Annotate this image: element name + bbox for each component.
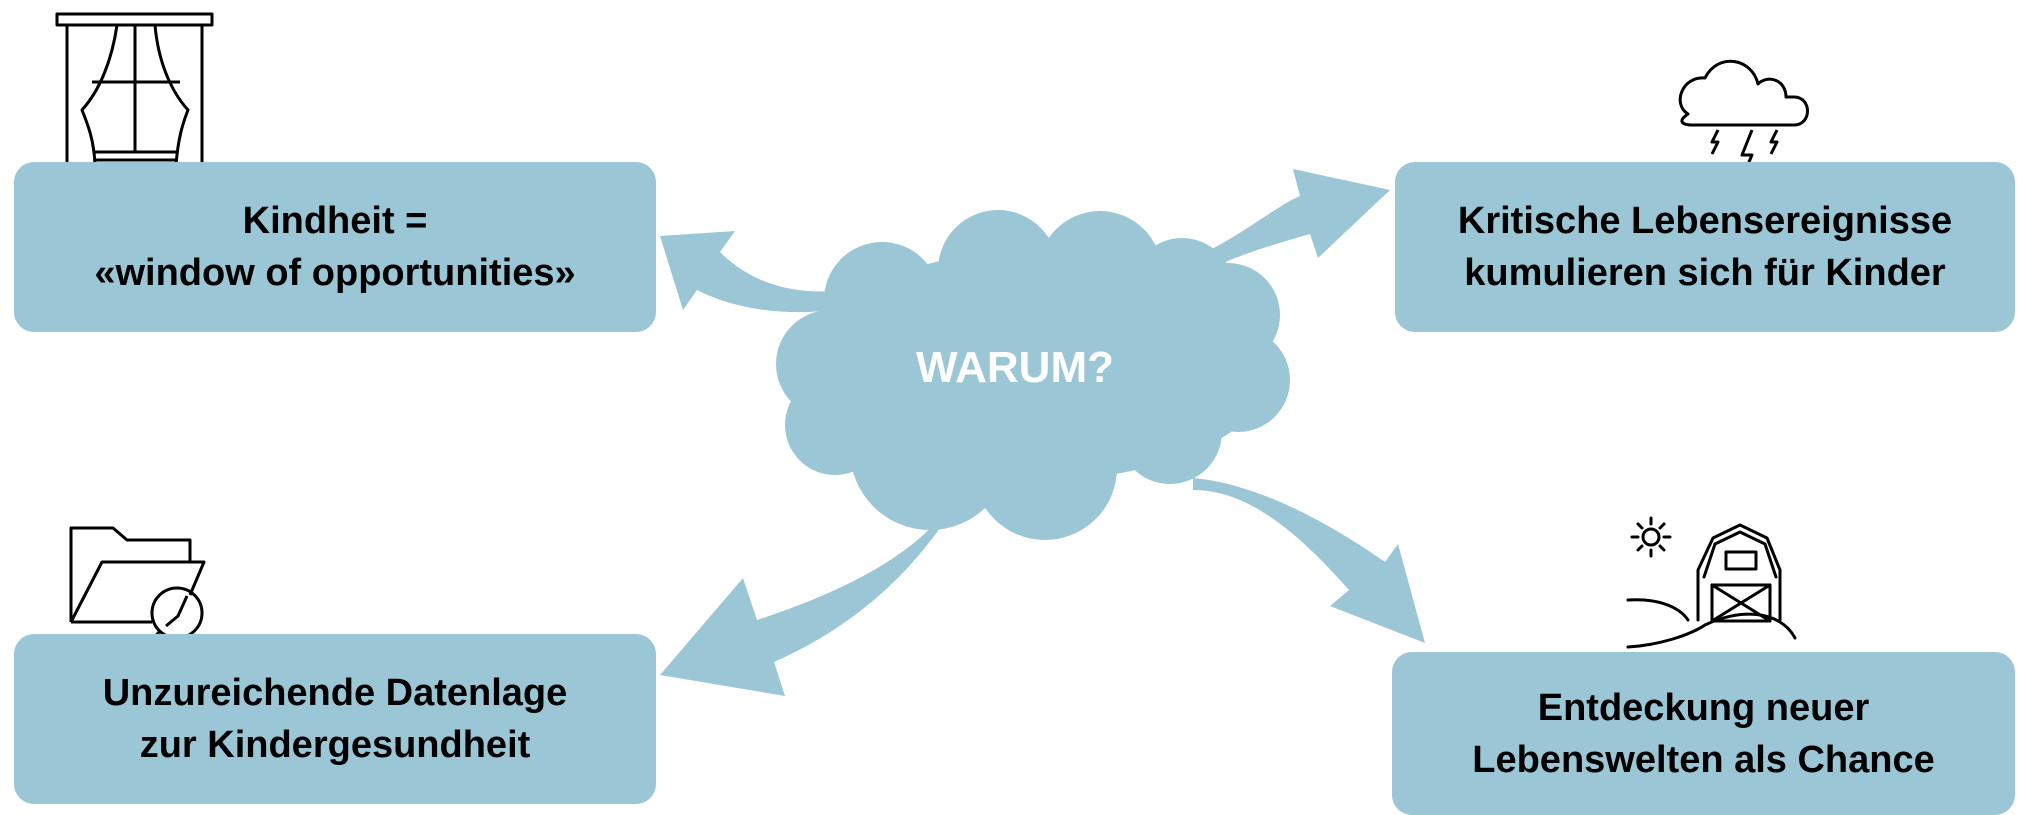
box-critical-life-events: Kritische Lebensereignisse kumulieren si… <box>1395 162 2015 332</box>
arrow-to-bottom-left <box>660 500 958 696</box>
box-bl-line1: Unzureichende Datenlage <box>102 672 568 714</box>
box-tl-line1: Kindheit = <box>242 200 428 242</box>
arrow-to-top-right <box>1206 169 1390 266</box>
farm-barn-icon <box>1626 516 1797 649</box>
center-label: WARUM? <box>916 343 1114 392</box>
window-curtains-icon <box>55 12 214 167</box>
box-tr-line2: kumulieren sich für Kinder <box>1464 252 1946 294</box>
box-br-line2: Lebenswelten als Chance <box>1472 738 1935 781</box>
box-tr-line1: Kritische Lebensereignisse <box>1457 200 1953 242</box>
box-window-of-opportunities: Kindheit = «window of opportunities» <box>14 162 656 332</box>
folder-search-icon <box>69 526 206 666</box>
arrow-to-top-left <box>660 231 838 313</box>
center-cloud <box>776 210 1290 540</box>
box-bl-line2: zur Kindergesundheit <box>139 724 531 766</box>
storm-cloud-icon <box>1678 59 1809 179</box>
box-new-life-worlds: Entdeckung neuer Lebenswelten als Chance <box>1392 652 2015 815</box>
box-tl-line2: «window of opportunities» <box>94 252 576 294</box>
arrow-to-bottom-right <box>1193 478 1425 643</box>
box-insufficient-data: Unzureichende Datenlage zur Kindergesund… <box>14 634 656 804</box>
box-br-line1: Entdeckung neuer <box>1537 686 1870 729</box>
